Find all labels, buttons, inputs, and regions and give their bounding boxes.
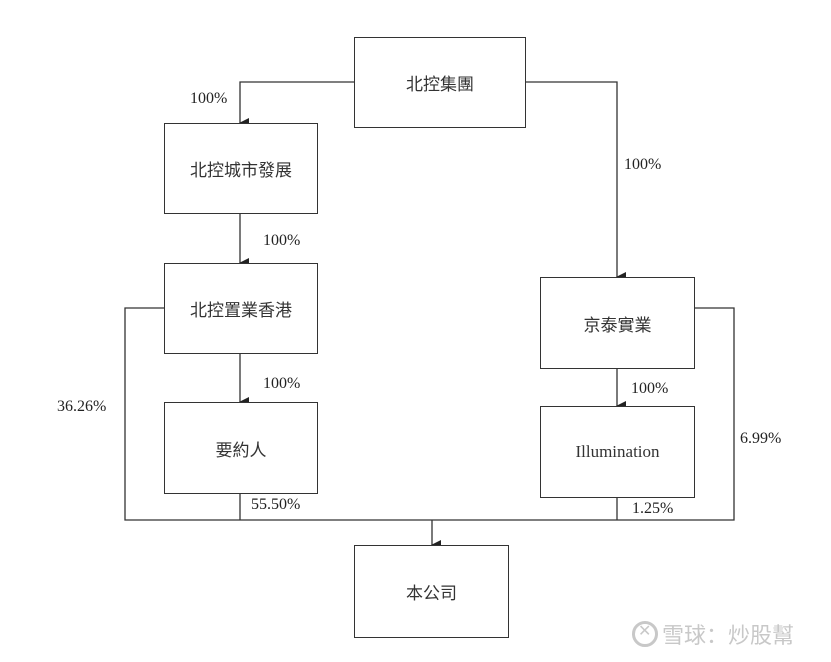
watermark-text: 雪球：炒股幫 xyxy=(662,624,795,649)
entity-bhg: 北控集團 xyxy=(354,37,526,128)
edge-jingtai-company xyxy=(432,307,735,521)
entity-label: 北控城市發展 xyxy=(190,161,292,181)
entity-company: 本公司 xyxy=(354,545,509,638)
pct-bhg-jingtai: 100% xyxy=(624,156,662,173)
edge-propertyhk-company xyxy=(124,307,432,521)
pct-propertyhk-company: 36.26% xyxy=(57,398,107,415)
entity-urban-development: 北控城市發展 xyxy=(164,123,318,214)
pct-propertyhk-offeror: 100% xyxy=(263,375,301,392)
entity-illumination: Illumination xyxy=(540,406,695,498)
snowball-logo-icon xyxy=(632,621,658,647)
pct-jingtai-company: 6.99% xyxy=(740,430,782,447)
entity-label: 要約人 xyxy=(215,440,267,461)
pct-urban-propertyhk: 100% xyxy=(263,232,301,249)
entity-jingtai: 京泰實業 xyxy=(540,277,695,369)
pct-illumination-company: 1.25% xyxy=(632,500,674,517)
entity-label: 京泰實業 xyxy=(583,315,652,336)
pct-bhg-urban: 100% xyxy=(190,90,228,107)
pct-offeror-company: 55.50% xyxy=(251,496,301,513)
edge-bhg-jingtai xyxy=(526,81,626,282)
entity-label: 北控置業香港 xyxy=(190,301,292,321)
entity-property-hk: 北控置業香港 xyxy=(164,263,318,354)
entity-label: Illumination xyxy=(575,442,660,461)
entity-offeror: 要約人 xyxy=(164,402,318,494)
entity-label: 北控集團 xyxy=(406,75,474,95)
watermark: 雪球：炒股幫 xyxy=(632,618,794,650)
pct-jingtai-illumination: 100% xyxy=(631,380,669,397)
entity-label: 本公司 xyxy=(406,584,457,604)
edge-bhg-urban xyxy=(239,81,354,128)
